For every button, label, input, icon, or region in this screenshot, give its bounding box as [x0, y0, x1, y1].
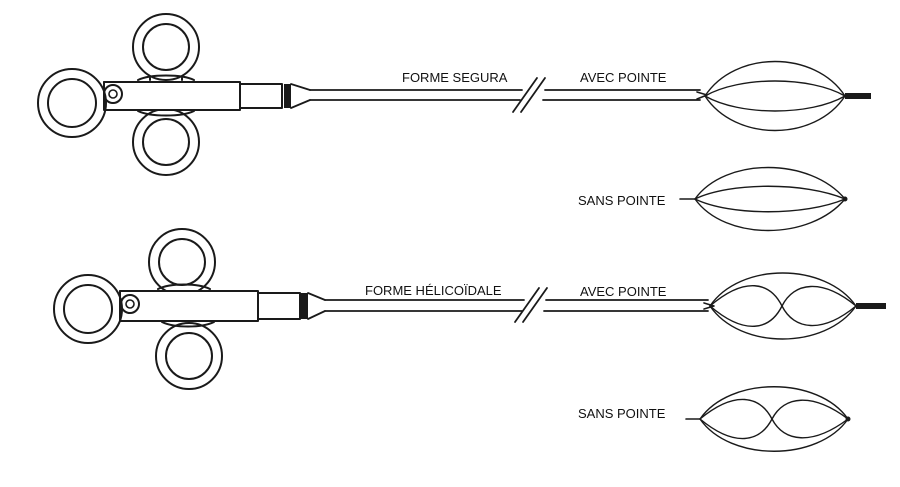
loop-helicoidale-sans-pointe: [685, 386, 851, 452]
pivot-1: [103, 84, 123, 104]
finger-ring-top-1: [132, 13, 200, 81]
thumb-ring-2: [53, 274, 123, 344]
pivot-2: [120, 294, 140, 314]
label-avec-pointe-helicoidale: AVEC POINTE: [580, 284, 667, 299]
loop-segura-avec-pointe: [704, 60, 871, 132]
label-sans-pointe-helicoidale: SANS POINTE: [578, 406, 666, 421]
label-sans-pointe-segura: SANS POINTE: [578, 193, 666, 208]
label-forme-helicoidale: FORME HÉLICOÏDALE: [365, 283, 502, 298]
shaft-segura: [309, 77, 708, 113]
loop-helicoidale-avec-pointe: [703, 272, 886, 340]
finger-ring-bottom-1: [132, 108, 200, 176]
loop-segura-sans-pointe: [679, 166, 848, 232]
finger-ring-bottom-2: [155, 322, 223, 390]
thumb-ring-1: [37, 68, 107, 138]
handle-segura: [37, 13, 311, 176]
label-avec-pointe-segura: AVEC POINTE: [580, 70, 667, 85]
shaft-helicoidale: [324, 287, 709, 323]
label-forme-segura: FORME SEGURA: [402, 70, 508, 85]
handle-helicoidale: [53, 228, 326, 390]
